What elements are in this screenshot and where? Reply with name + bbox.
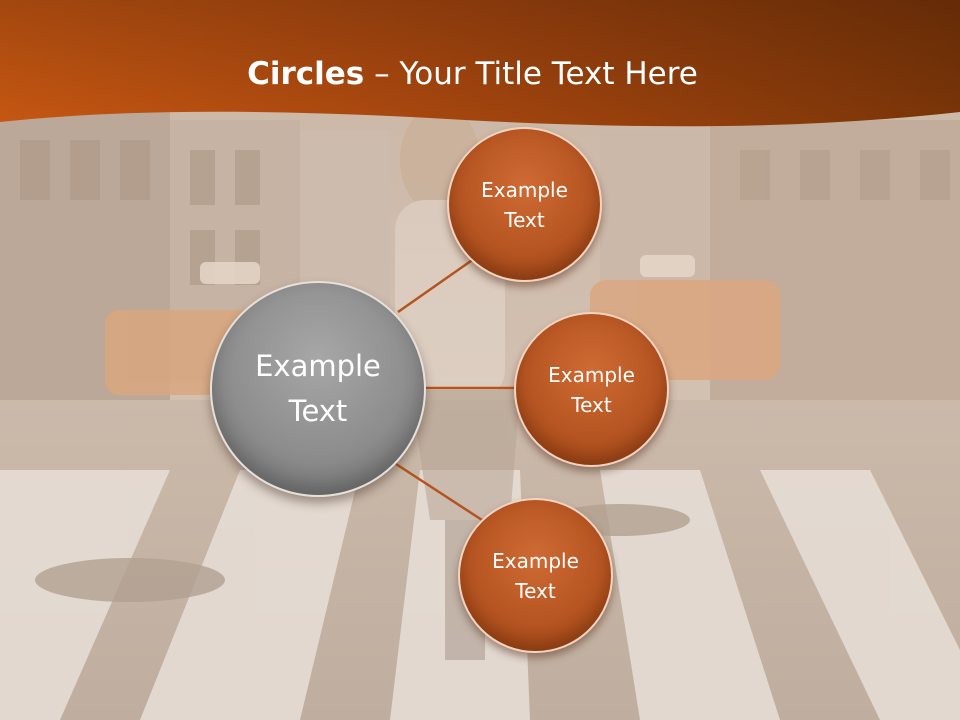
satellite-circle-bottom[interactable]: Example Text: [458, 498, 613, 653]
title-bold-text: Circles: [247, 56, 365, 92]
satellite-top-line2: Text: [504, 207, 545, 232]
satellite-circle-middle[interactable]: Example Text: [514, 312, 669, 467]
satellite-middle-line1: Example: [548, 362, 635, 387]
center-circle[interactable]: Example Text: [210, 281, 426, 497]
connector-bottom: [395, 462, 483, 522]
satellite-top-line1: Example: [481, 177, 568, 202]
satellite-bottom-line2: Text: [515, 578, 556, 603]
satellite-middle-line2: Text: [571, 392, 612, 417]
satellite-bottom-line1: Example: [492, 548, 579, 573]
satellite-circle-top[interactable]: Example Text: [447, 127, 602, 282]
title-rest-text: – Your Title Text Here: [364, 56, 698, 92]
center-circle-line2: Text: [288, 394, 348, 428]
title-band: [0, 0, 960, 127]
slide-title: Circles – Your Title Text Here: [0, 52, 945, 96]
connector-top: [397, 254, 479, 314]
center-circle-line1: Example: [255, 349, 381, 383]
